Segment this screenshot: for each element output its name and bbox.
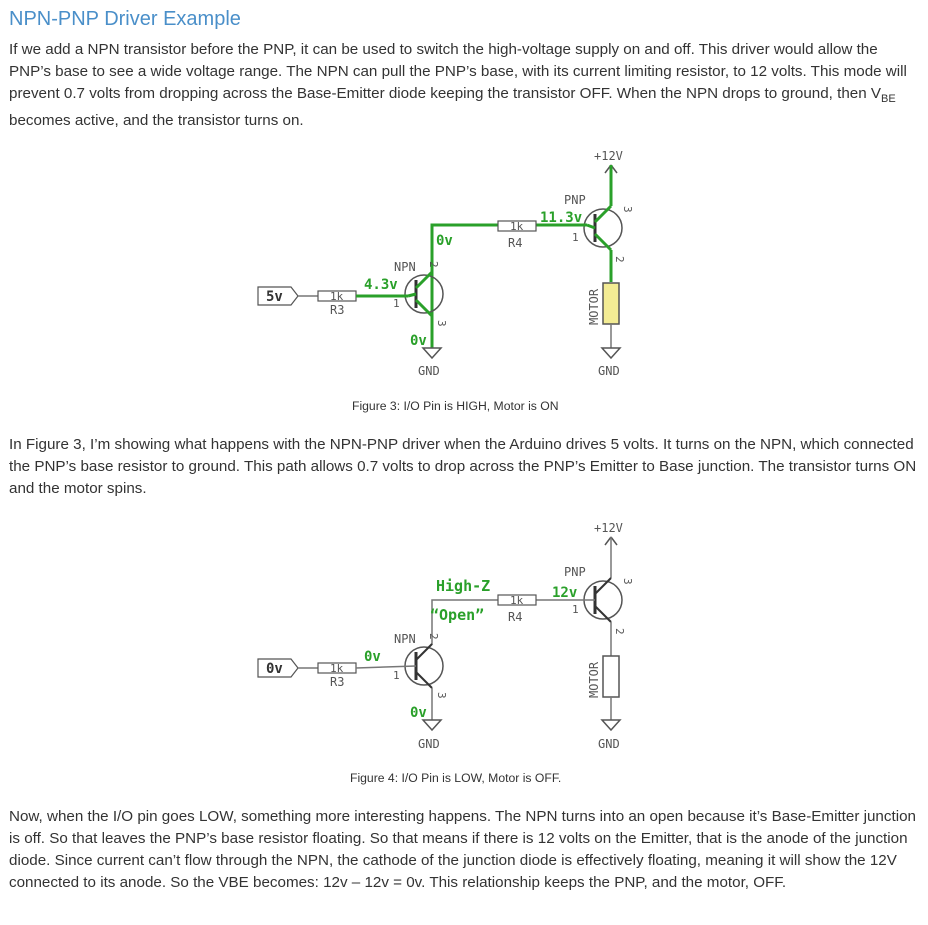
fig4-supply-label: +12V — [594, 521, 623, 535]
fig4-r3-value: 1k — [330, 662, 344, 675]
fig4-r4 — [497, 594, 537, 606]
fig4-input-label: 0v — [266, 661, 283, 677]
fig4-npn-pin1: 1 — [393, 669, 400, 682]
figure4-caption: Figure 4: I/O Pin is LOW, Motor is OFF. — [350, 771, 562, 785]
fig3-npn-pin1: 1 — [393, 297, 400, 310]
fig4-open: “Open” — [430, 606, 484, 624]
fig4-gnd-left: GND — [418, 737, 440, 751]
fig4-r4-value: 1k — [510, 594, 524, 607]
fig3-v-collector: 0v — [436, 233, 453, 249]
fig4-gnd-right-icon — [600, 719, 622, 732]
fig3-npn-label: NPN — [394, 260, 416, 274]
fig3-pnp-label: PNP — [564, 193, 586, 207]
fig3-supply-label: +12V — [594, 149, 623, 163]
fig4-pnp-pin1: 1 — [572, 603, 579, 616]
figure4-paragraph: Now, when the I/O pin goes LOW, somethin… — [9, 808, 916, 891]
fig4-gnd-right: GND — [598, 737, 620, 751]
fig4-r4-name: R4 — [508, 610, 522, 624]
fig3-npn-symbol — [404, 274, 444, 314]
fig3-v-base-npn: 4.3v — [364, 277, 398, 293]
fig4-npn-label: NPN — [394, 632, 416, 646]
fig3-input-port — [257, 286, 299, 306]
fig4-r3-name: R3 — [330, 675, 344, 689]
fig4-npn-pin3: 3 — [435, 692, 448, 699]
fig4-motor — [602, 655, 620, 698]
fig4-npn-pin2: 2 — [427, 633, 440, 640]
fig3-v-emitter: 0v — [410, 333, 427, 349]
fig4-v-base-npn: 0v — [364, 649, 381, 665]
fig3-r4-value: 1k — [510, 220, 524, 233]
fig3-pnp-pin3: 3 — [621, 206, 634, 213]
fig3-pnp-pin2: 2 — [613, 256, 626, 263]
fig4-pnp-label: PNP — [564, 565, 586, 579]
intro-text-a: If we add a NPN transistor before the PN… — [9, 41, 907, 102]
figure3-schematic: +12V PNP 3 2 1 MOTOR GND 1k R4 11.3v 0v — [257, 149, 634, 378]
fig3-motor — [602, 282, 620, 325]
fig3-pnp-pin1: 1 — [572, 231, 579, 244]
fig3-gnd-left: GND — [418, 364, 440, 378]
fig4-gnd-left-icon — [421, 719, 443, 732]
fig3-r3-value: 1k — [330, 290, 344, 303]
figure4-schematic: +12V PNP 3 2 1 MOTOR GND 1k R4 12v High-… — [257, 521, 634, 751]
fig4-input-port — [257, 658, 299, 678]
fig3-r4-name: R4 — [508, 236, 522, 250]
fig3-npn-pin2: 2 — [427, 261, 440, 268]
fig4-supply-arrow-icon — [604, 536, 618, 546]
intro-text-b: becomes active, and the transistor turns… — [9, 112, 304, 130]
fig3-input-label: 5v — [266, 289, 283, 305]
fig4-highz: High-Z — [436, 577, 490, 595]
figure3-caption: Figure 3: I/O Pin is HIGH, Motor is ON — [352, 399, 559, 413]
fig3-r4 — [497, 220, 537, 232]
fig4-pnp-pin2: 2 — [613, 628, 626, 635]
fig3-gnd-right-icon — [600, 347, 622, 360]
fig3-r3-name: R3 — [330, 303, 344, 317]
fig3-npn-pin3: 3 — [435, 320, 448, 327]
vbe-subscript: BE — [881, 93, 896, 106]
fig3-gnd-left-icon — [421, 347, 443, 360]
fig4-motor-label: MOTOR — [587, 661, 601, 698]
intro-paragraph: If we add a NPN transistor before the PN… — [9, 39, 921, 132]
fig3-v-pnp-base: 11.3v — [540, 210, 582, 226]
fig3-motor-label: MOTOR — [587, 288, 601, 325]
page-title: NPN-PNP Driver Example — [9, 8, 241, 30]
fig3-pnp-symbol — [583, 208, 623, 248]
fig3-gnd-right: GND — [598, 364, 620, 378]
fig4-pnp-pin3: 3 — [621, 578, 634, 585]
figure3-paragraph: In Figure 3, I’m showing what happens wi… — [9, 436, 917, 497]
fig4-v-emitter: 0v — [410, 705, 427, 721]
fig4-v-pnp-base: 12v — [552, 585, 577, 601]
